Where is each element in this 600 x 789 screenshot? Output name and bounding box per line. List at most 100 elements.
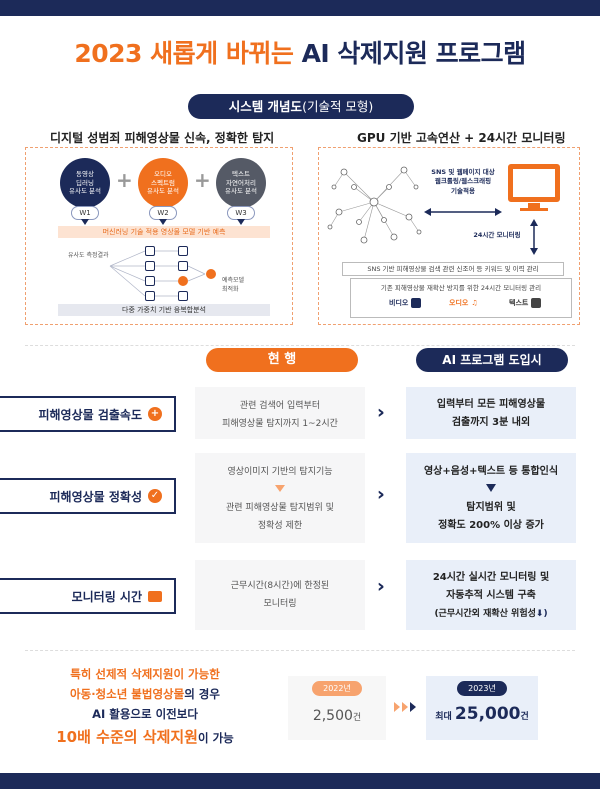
redistribution-monitoring-text: 기존 피해영상물 재확산 방지를 위한 24시간 모니터링 관리 [380,284,542,292]
ai-detection-speed-cell: 입력부터 모든 피해영상물 검출까지 3분 내외 [406,387,576,439]
optimize-label: 예측모델 최적화 [222,277,245,293]
nn-node [145,261,155,271]
nn-node [145,291,155,301]
value-2022: 2,500 [312,708,353,724]
year-2022-box: 2022년 2,500건 [288,676,386,740]
keyword-management-box: SNS 기반 피해영상물 검색 관련 신조어 등 키워드 및 이력 관리 [342,262,564,276]
bottom-divider [25,650,575,651]
plus-icon: + [194,168,211,192]
ai-text-line: 검출까지 [451,417,493,428]
bottom-message: 특히 선제적 삭제지원이 가능한 아동·청소년 불법영상물의 경우 AI 활용으… [0,664,290,751]
audio-media-item: 오디오♫ [449,298,478,308]
nn-node [178,291,188,301]
year-2022-pill: 2022년 [312,681,362,696]
weight-box-1: W1 [71,206,99,220]
ml-prediction-bar: 머신러닝 기술 적용 영상물 모델 기반 예측 [58,226,270,238]
ai-text-line: 탐지범위 및 [466,502,516,513]
chevron-right-icon: ›› [377,402,384,423]
monitor-icon [508,164,560,202]
left-panel-heading: 디지털 성범죄 피해영상물 신속, 정확한 탐지 [50,131,275,145]
video-analysis-label: 동영상 딥러닝 유사도 분석 [69,170,101,196]
current-accuracy-cell: 영상이미지 기반의 탐지기능 관련 피해영상물 탐지범위 및 정확성 제한 [195,453,365,543]
audio-analysis-circle: 오디오 스펙트럼 유사도 분석 [138,158,188,208]
nn-node [178,246,188,256]
accuracy-label: 피해영상물 정확성 [49,489,143,504]
down-arrow-icon: ⬇) [535,609,548,619]
value-2023: 25,000 [454,704,521,724]
title-part-program: AI 삭제지원 프로그램 [301,39,527,68]
weight-box-3: W3 [227,206,255,220]
plus-circle-icon: + [148,407,162,421]
section-divider [25,345,575,346]
current-text-line: 관련 검색어 입력부터 [239,401,321,411]
nn-node [145,276,155,286]
chevron-right-icon: ›› [377,576,384,597]
navy-arrow-down-icon [406,481,576,499]
neural-network-diagram [109,250,206,297]
arrow-right-icon [394,702,400,712]
value-2023-prefix: 최대 [435,712,455,722]
top-bar [0,0,600,16]
nn-node [145,246,155,256]
system-pill-main: 시스템 개념도 [228,99,303,114]
bottom-line-2-rest: 의 경우 [184,687,220,702]
text-media-item: 텍스트 [509,298,542,308]
similarity-result-label: 유사도 측정결과 [68,252,109,259]
video-label: 비디오 [389,299,409,307]
unit-2022: 건 [352,713,362,723]
text-label: 텍스트 [509,299,529,307]
ai-text-line: 입력부터 모든 피해영상물 [436,399,546,410]
current-text-line: 관련 피해영상물 탐지범위 및 [226,503,334,513]
system-concept-pill: 시스템 개념도(기술적 모형) [188,94,414,119]
network-cluster-icon [327,166,422,244]
video-icon [411,298,422,308]
ai-text-line: 24시간 실시간 모니터링 및 [432,572,550,583]
ai-header: AI 프로그램 도입시 [416,348,568,372]
vertical-double-arrow-icon [530,219,538,255]
ai-accuracy-cell: 영상+음성+텍스트 등 통합인식 탐지범위 및 정확도 200% 이상 증가 [406,453,576,543]
video-analysis-circle: 동영상 딥러닝 유사도 분석 [60,158,110,208]
current-detection-speed-cell: 관련 검색어 입력부터 피해영상물 탐지까지 1~2시간 [195,387,365,439]
current-text-line: 정확성 제한 [257,521,303,531]
ai-text-emphasis: 3분 내외 [492,417,531,428]
nn-output-node [206,269,216,279]
year-2023-box: 2023년 최대 25,000건 [426,676,538,740]
chevron-right-icon: ›› [377,484,384,505]
year-2023-value: 최대 25,000건 [426,704,538,724]
ai-monitoring-cell: 24시간 실시간 모니터링 및 자동추적 시스템 구축 (근무시간외 재확산 위… [406,560,576,630]
down-arrow-icon [159,219,167,225]
current-monitoring-cell: 근무시간(8시간)에 한정된 모니터링 [195,560,365,630]
bottom-line-1: 특히 선제적 삭제지원이 가능한 [70,667,220,681]
nn-node [178,261,188,271]
monitor-base [520,208,548,211]
arrow-right-icon [402,702,408,712]
unit-2023: 건 [520,712,529,722]
down-arrow-icon [81,219,89,225]
monitoring-24h-label: 24시간 모니터링 [473,231,521,239]
double-arrow-icon [424,208,502,216]
redistribution-monitoring-box: 기존 피해영상물 재확산 방지를 위한 24시간 모니터링 관리 비디오 오디오… [350,278,572,318]
orange-arrow-down-icon [195,481,365,499]
plus-icon: + [116,168,133,192]
check-circle-icon: ✓ [148,489,162,503]
year-2022-value: 2,500건 [288,708,386,724]
nn-node-highlight [178,276,188,286]
page-title: 2023 새롭게 바뀌는 AI 삭제지원 프로그램 [0,34,600,70]
monitor-stand [528,203,540,208]
arrow-right-icon [410,702,416,712]
bottom-line-2-emphasis: 아동·청소년 불법영상물 [70,687,185,702]
monitoring-time-label: 모니터링 시간 [71,589,142,604]
bottom-line-3: AI 활용으로 이전보다 [92,707,198,722]
year-2023-pill: 2023년 [457,681,507,696]
ai-text-line: 정확도 200% 이상 증가 [438,520,544,531]
monitor-icon [148,590,162,602]
bottom-bar [0,773,600,789]
current-text-line: 근무시간(8시간)에 한정된 [230,581,330,591]
audio-analysis-label: 오디오 스펙트럼 유사도 분석 [147,170,179,196]
right-panel-heading: GPU 기반 고속연산 + 24시간 모니터링 [357,131,566,145]
row-label-accuracy: 피해영상물 정확성 ✓ [0,478,176,514]
ai-text-line: (근무시간외 재확산 위험성 [434,609,536,619]
system-pill-sub: (기술적 모형) [302,99,374,114]
current-header: 현 행 [206,348,358,372]
ai-text-line: 영상+음성+텍스트 등 통합인식 [423,466,559,477]
